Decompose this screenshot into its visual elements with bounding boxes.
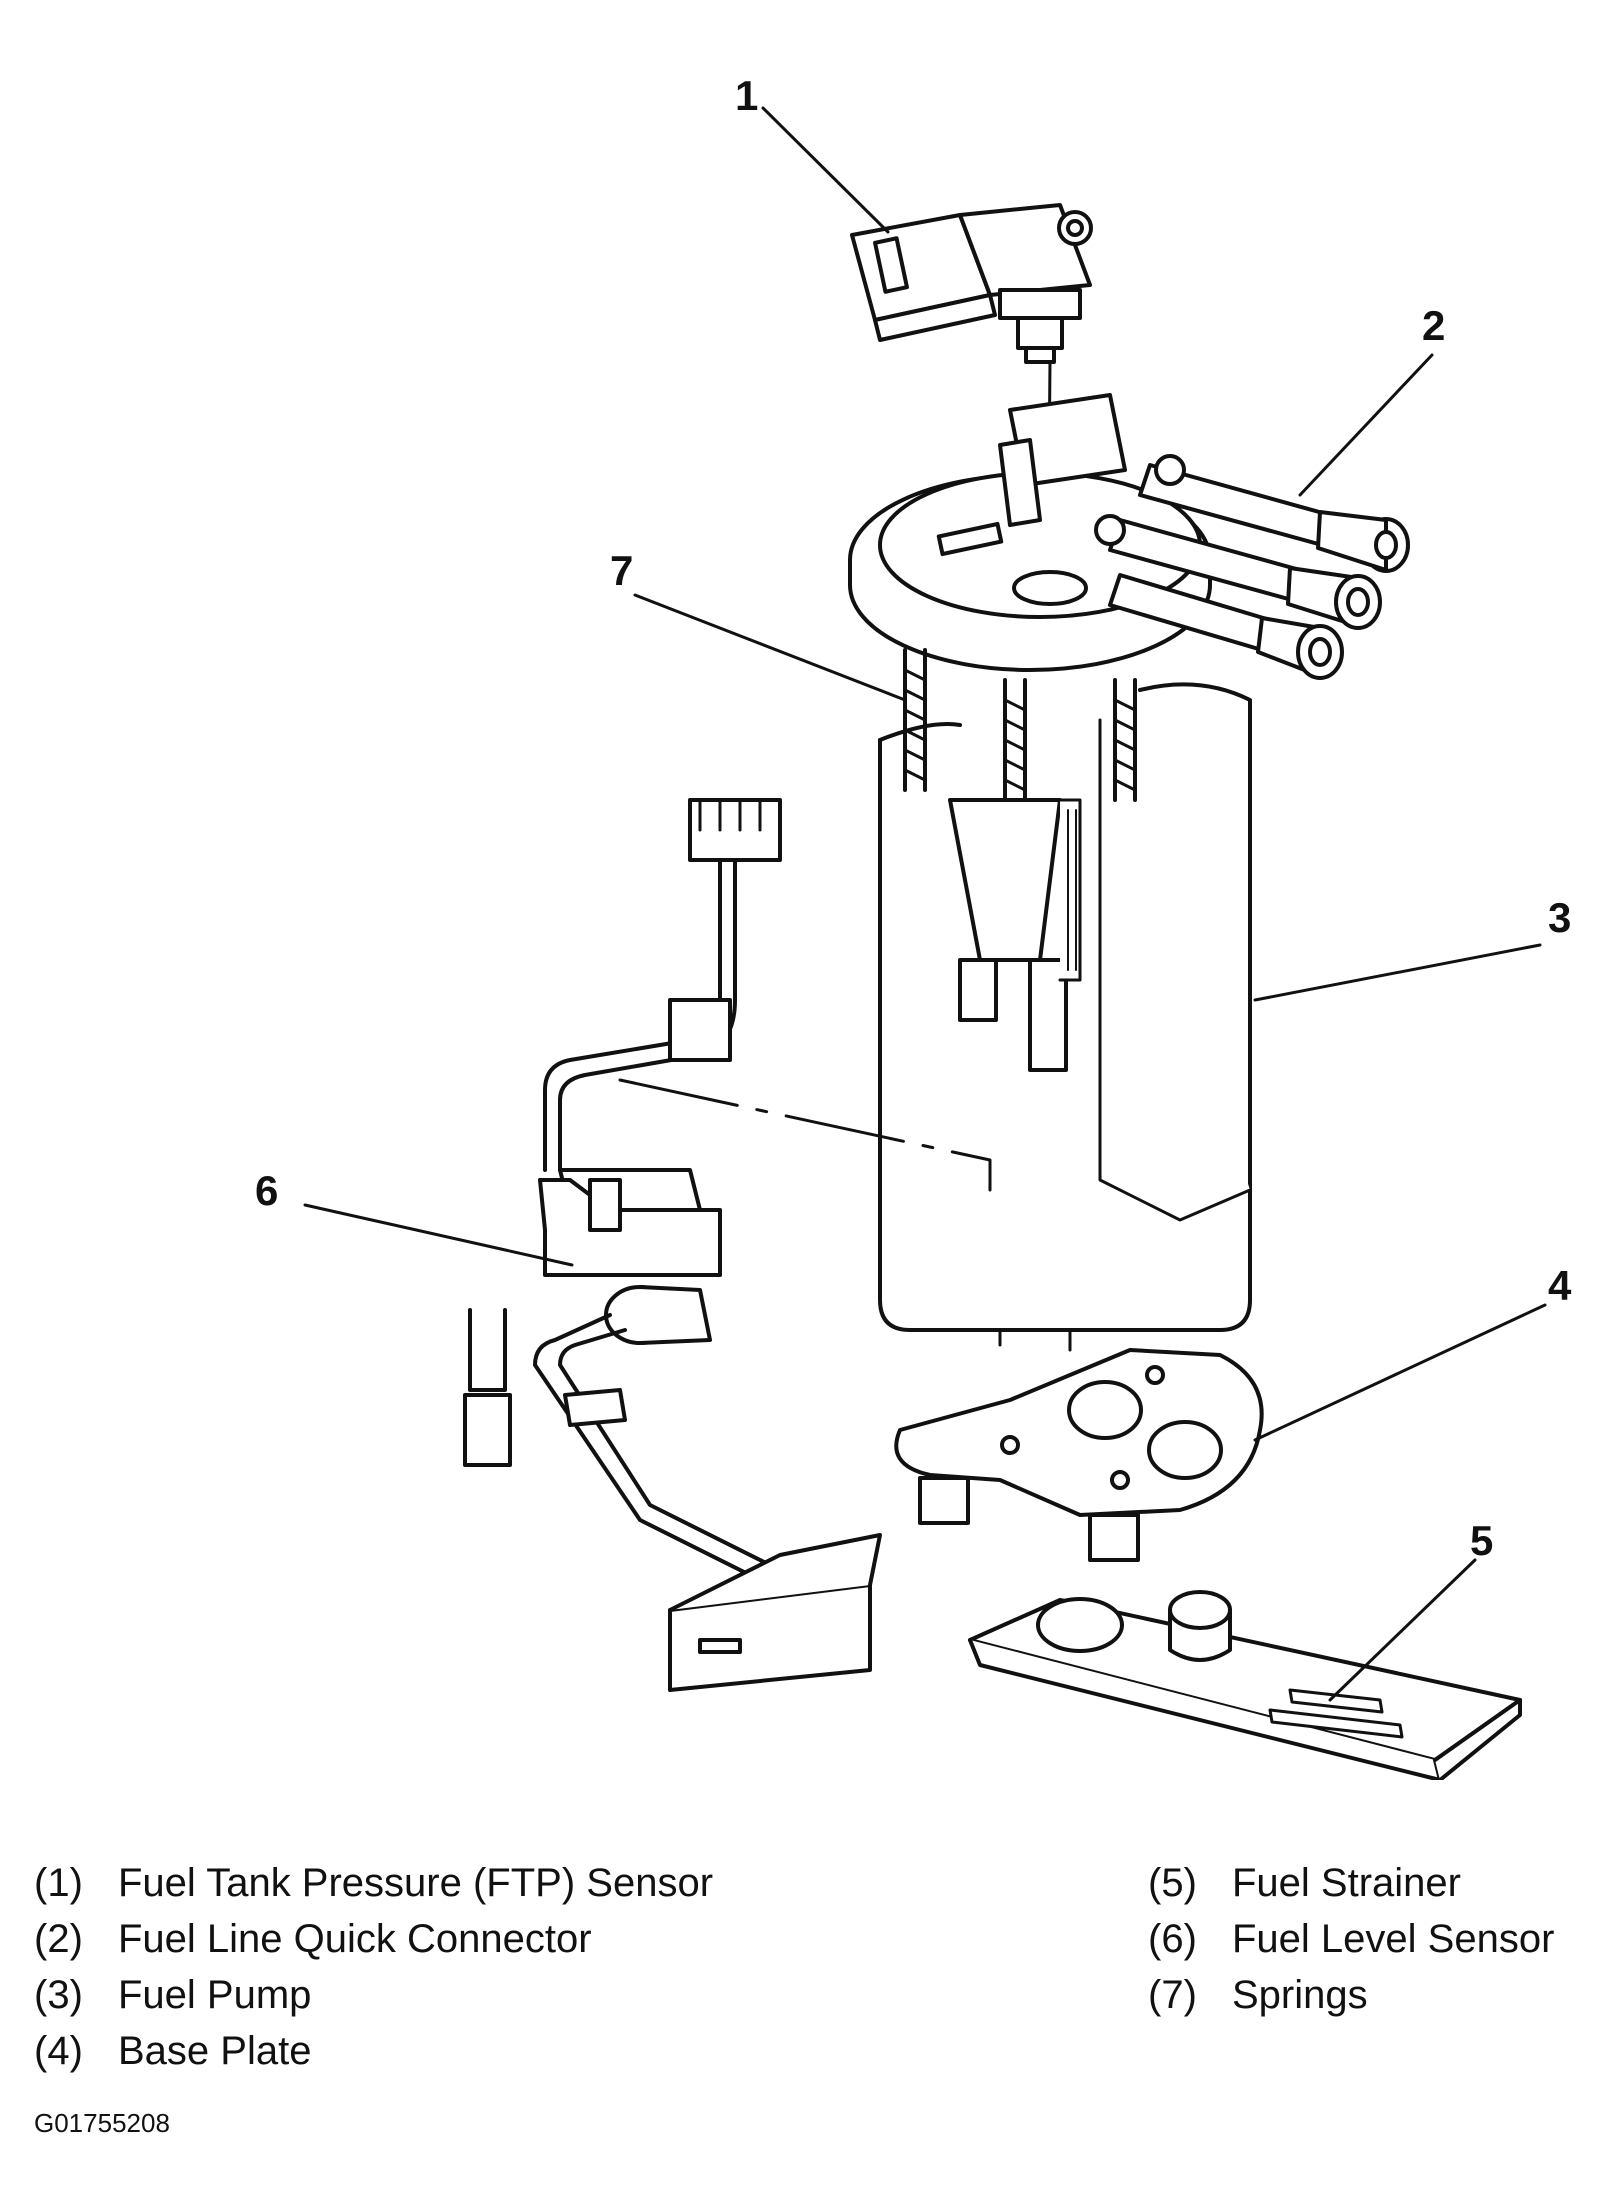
legend-item-6: (6) Fuel Level Sensor <box>1148 1911 1554 1967</box>
legend-number: (3) <box>34 1973 83 2017</box>
legend-label: Fuel Strainer <box>1232 1861 1461 1905</box>
legend-label: Springs <box>1232 1973 1368 2017</box>
callout-1: 1 <box>735 72 758 119</box>
legend-label: Fuel Pump <box>118 1973 312 2017</box>
callout-6: 6 <box>255 1167 278 1214</box>
fuel-level-sensor <box>463 798 992 1692</box>
legend-number: (5) <box>1148 1861 1197 1905</box>
legend-number: (6) <box>1148 1917 1197 1961</box>
legend-number: (1) <box>34 1861 83 1905</box>
callout-7: 7 <box>610 547 633 594</box>
legend-right-column: (5) Fuel Strainer (6) Fuel Level Sensor … <box>1148 1855 1554 2023</box>
fuel-pump-module-diagram: 1 2 3 4 5 6 7 <box>255 72 1572 1780</box>
base-plate <box>894 1348 1264 1562</box>
callout-4: 4 <box>1548 1262 1572 1309</box>
callout-5: 5 <box>1470 1517 1493 1564</box>
figure-id: G01755208 <box>34 2108 170 2138</box>
fuel-strainer <box>968 1590 1522 1780</box>
fuel-line-quick-connectors <box>1094 454 1410 680</box>
springs <box>903 648 1137 802</box>
legend-item-7: (7) Springs <box>1148 1967 1554 2023</box>
legend-item-1: (1) Fuel Tank Pressure (FTP) Sensor <box>34 1855 713 1911</box>
fuel-pump-reservoir <box>878 682 1252 1352</box>
legend-left-column: (1) Fuel Tank Pressure (FTP) Sensor (2) … <box>34 1855 713 2079</box>
legend-label: Fuel Level Sensor <box>1232 1917 1555 1961</box>
callout-3: 3 <box>1548 894 1571 941</box>
legend-number: (7) <box>1148 1973 1197 2017</box>
legend-label: Fuel Tank Pressure (FTP) Sensor <box>118 1861 714 1905</box>
legend-item-3: (3) Fuel Pump <box>34 1967 713 2023</box>
legend-item-5: (5) Fuel Strainer <box>1148 1855 1554 1911</box>
legend-number: (2) <box>34 1917 83 1961</box>
legend-item-4: (4) Base Plate <box>34 2023 713 2079</box>
legend-item-2: (2) Fuel Line Quick Connector <box>34 1911 713 1967</box>
leader-lines <box>303 106 1547 1702</box>
legend-label: Base Plate <box>118 2029 312 2073</box>
legend-label: Fuel Line Quick Connector <box>118 1917 592 1961</box>
ftp-sensor <box>850 203 1093 364</box>
callout-2: 2 <box>1422 302 1445 349</box>
legend-number: (4) <box>34 2029 83 2073</box>
